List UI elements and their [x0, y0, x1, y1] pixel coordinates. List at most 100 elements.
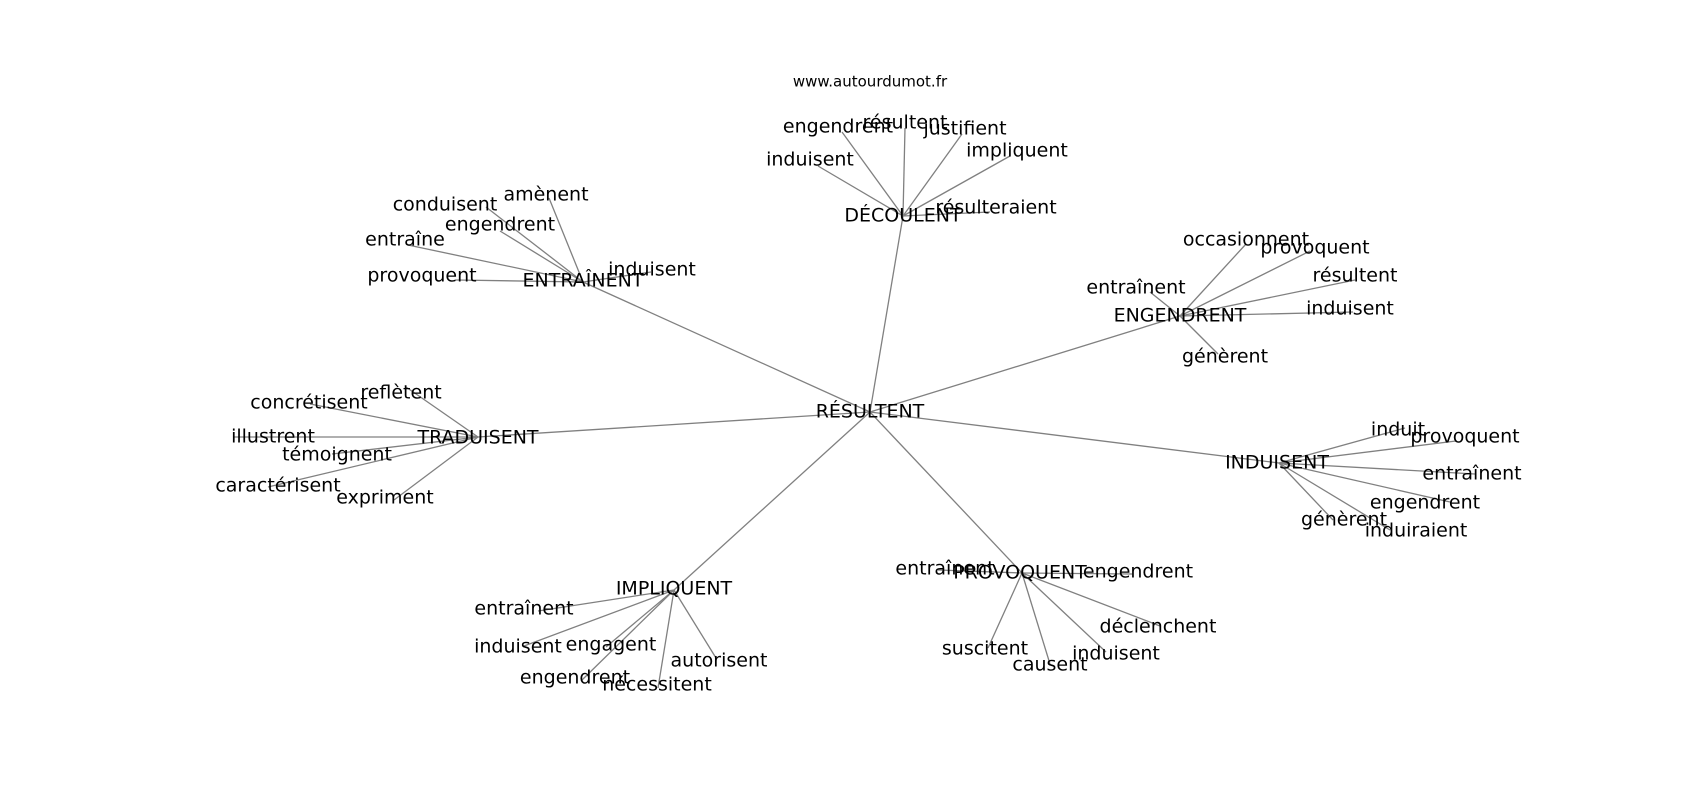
- leaf-label-decoulent-justifient: justifient: [922, 118, 1006, 140]
- edge-provoquent-entrainent: [937, 569, 1023, 574]
- leaf-label-induisent-entrainent: entraînent: [1422, 463, 1521, 485]
- edge-entrainent-amenent: [548, 197, 584, 283]
- branch-label-entrainent: ENTRAÎNENT: [523, 269, 644, 292]
- source-label: www.autourdumot.fr: [793, 73, 948, 91]
- edge-induisent-generent: [1278, 462, 1334, 521]
- edge-provoquent-induisent: [1021, 572, 1107, 653]
- leaf-label-decoulent-resultent: résultent: [863, 112, 948, 134]
- leaf-label-induisent-generent: génèrent: [1301, 509, 1387, 531]
- leaf-label-impliquent-entrainent: entraînent: [474, 598, 573, 620]
- edge-induisent-induit: [1278, 427, 1406, 464]
- leaf-label-decoulent-engendrent: engendrent: [783, 116, 893, 138]
- leaf-label-engendrent-occasionnent: occasionnent: [1183, 229, 1309, 251]
- edge-entrainent-engendrent: [499, 230, 584, 283]
- edge-entrainent-conduisent: [485, 206, 584, 283]
- edge-induisent-provoquent: [1278, 440, 1457, 464]
- leaf-label-impliquent-engagent: engagent: [566, 634, 657, 656]
- leaf-label-decoulent-induisent: induisent: [766, 149, 854, 171]
- edge-entrainent-provoquent: [455, 279, 584, 283]
- branch-label-impliquent: IMPLIQUENT: [616, 578, 733, 600]
- leaf-label-provoquent-induisent: induisent: [1072, 643, 1160, 665]
- edges: [234, 127, 1476, 689]
- branch-label-decoulent: DÉCOULENT: [844, 204, 962, 227]
- edge-induisent-engendrent: [1278, 462, 1451, 503]
- leaf-label-impliquent-engendrent: engendrent: [520, 667, 630, 689]
- branch-label-traduisent: TRADUISENT: [416, 427, 538, 449]
- leaf-label-entrainent-amenent: amènent: [503, 184, 588, 206]
- leaf-label-decoulent-resulteraient: résulteraient: [935, 197, 1056, 219]
- edge-root-induisent: [869, 411, 1280, 464]
- edge-root-entrainent: [582, 281, 871, 413]
- leaf-label-engendrent-provoquent: provoquent: [1260, 237, 1369, 259]
- edge-impliquent-induisent: [523, 589, 675, 647]
- leaf-label-impliquent-necessitent: nécessitent: [602, 674, 712, 696]
- edge-entrainent-induisent: [582, 271, 652, 283]
- edge-decoulent-resulteraient: [902, 211, 991, 217]
- edge-engendrent-entrainent: [1149, 291, 1181, 317]
- leaf-label-entrainent-provoquent: provoquent: [367, 265, 476, 287]
- leaf-label-engendrent-induisent: induisent: [1306, 298, 1394, 320]
- leaf-label-provoquent-engendrent: engendrent: [1083, 561, 1193, 583]
- leaf-label-decoulent-impliquent: impliquent: [966, 140, 1068, 162]
- edge-engendrent-resultent: [1179, 279, 1356, 317]
- leaf-label-traduisent-expriment: expriment: [336, 487, 433, 509]
- leaf-label-entrainent-conduisent: conduisent: [393, 194, 498, 216]
- edge-induisent-entrainent: [1278, 462, 1476, 475]
- leaf-label-provoquent-causent: causent: [1012, 654, 1087, 676]
- leaf-label-induisent-provoquent: provoquent: [1410, 426, 1519, 448]
- edge-decoulent-impliquent: [902, 155, 1011, 217]
- edge-provoquent-causent: [1021, 572, 1051, 665]
- leaf-label-induisent-induit: induit: [1371, 419, 1425, 441]
- edge-decoulent-justifient: [902, 133, 963, 217]
- branch-label-induisent: INDUISENT: [1225, 452, 1329, 474]
- edge-provoquent-declenchent: [1021, 572, 1161, 627]
- edge-root-impliquent: [673, 411, 871, 591]
- leaf-label-engendrent-entrainent: entraînent: [1086, 277, 1185, 299]
- leaf-label-provoquent-entrainent: entraînent: [895, 558, 994, 580]
- edge-engendrent-occasionnent: [1179, 243, 1247, 317]
- edge-traduisent-temoignent: [331, 436, 479, 455]
- leaf-label-traduisent-caracterisent: caractérisent: [215, 475, 340, 497]
- edge-impliquent-entrainent: [537, 589, 675, 612]
- leaf-label-traduisent-refletent: reflètent: [360, 382, 441, 404]
- leaf-label-induisent-engendrent: engendrent: [1370, 492, 1480, 514]
- edge-impliquent-engendrent: [581, 589, 675, 681]
- edge-impliquent-necessitent: [657, 589, 675, 689]
- edge-root-provoquent: [869, 411, 1023, 574]
- leaf-label-provoquent-declenchent: déclenchent: [1100, 616, 1217, 638]
- edge-traduisent-expriment: [393, 436, 479, 501]
- leaf-label-induisent-induiraient: induiraient: [1365, 520, 1468, 542]
- branch-label-engendrent: ENGENDRENT: [1114, 305, 1247, 327]
- leaf-label-traduisent-concretisent: concrétisent: [250, 392, 367, 414]
- edge-traduisent-refletent: [405, 386, 479, 438]
- edge-root-engendrent: [869, 315, 1181, 413]
- edge-root-traduisent: [477, 411, 871, 438]
- leaf-label-impliquent-autorisent: autorisent: [671, 650, 768, 672]
- leaf-label-entrainent-engendrent: engendrent: [445, 214, 555, 236]
- edge-impliquent-autorisent: [673, 589, 717, 659]
- edge-traduisent-caracterisent: [267, 436, 479, 488]
- edge-induisent-induiraient: [1278, 462, 1391, 531]
- edge-provoquent-engendrent: [1021, 572, 1133, 575]
- edge-decoulent-resultent: [902, 127, 906, 217]
- edge-engendrent-provoquent: [1179, 250, 1311, 317]
- root-label: RÉSULTENT: [816, 400, 925, 423]
- edge-traduisent-concretisent: [309, 403, 479, 438]
- edge-decoulent-induisent: [817, 165, 904, 217]
- edge-root-decoulent: [869, 215, 904, 413]
- leaf-label-entrainent-entraine: entraîne: [365, 229, 445, 251]
- leaf-label-engendrent-generent: génèrent: [1182, 346, 1268, 368]
- leaf-label-traduisent-illustrent: illustrent: [231, 426, 315, 448]
- leaf-label-entrainent-induisent: induisent: [608, 259, 696, 281]
- leaf-label-engendrent-resultent: résultent: [1313, 265, 1398, 287]
- edge-provoquent-suscitent: [987, 572, 1023, 649]
- edge-engendrent-generent: [1179, 315, 1219, 355]
- leaf-label-impliquent-induisent: induisent: [474, 636, 562, 658]
- edge-impliquent-engagent: [605, 589, 675, 648]
- edge-engendrent-induisent: [1179, 311, 1354, 317]
- leaf-label-traduisent-temoignent: témoignent: [282, 444, 392, 466]
- edge-decoulent-engendrent: [841, 131, 904, 217]
- leaf-label-provoquent-suscitent: suscitent: [942, 638, 1028, 660]
